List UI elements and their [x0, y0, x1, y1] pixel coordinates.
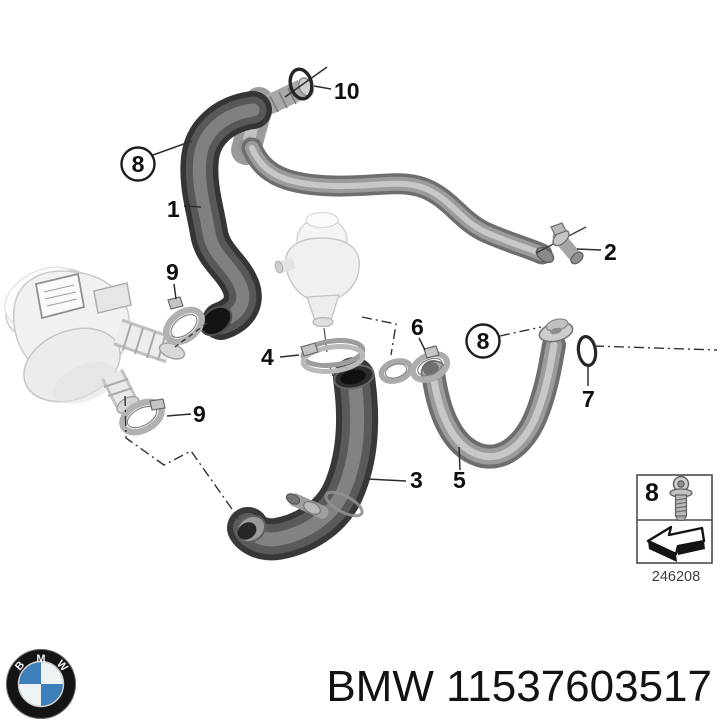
- hose-5: [420, 318, 574, 469]
- bmw-logo-letter-m: M: [36, 653, 45, 665]
- callout-8-label-top: 8: [132, 151, 145, 177]
- water-pump: [4, 266, 186, 415]
- hose-5-flange-fitting: [538, 318, 574, 343]
- direction-arrow-icon: [646, 525, 706, 562]
- callout-3-label: 3: [410, 467, 423, 493]
- callout-6-label: 6: [411, 314, 424, 340]
- callout-2-label: 2: [604, 239, 617, 265]
- fitting-2: [535, 222, 587, 265]
- bolt-icon: [669, 475, 693, 521]
- pump-label-patch: [34, 272, 86, 320]
- leader-lines: [124, 85, 718, 520]
- callout-1-label: 1: [167, 196, 180, 222]
- callout-4-label: 4: [261, 344, 274, 370]
- hose-2: [241, 137, 555, 265]
- callout-7-label: 7: [582, 386, 595, 412]
- callout-8-circle-mid: 8: [465, 323, 501, 359]
- clamp-9-upper: [163, 296, 205, 346]
- callout-10-label: 10: [334, 78, 360, 104]
- pump-connector: [93, 282, 132, 314]
- o-ring-7: [576, 334, 598, 368]
- spacer-ring: [378, 358, 414, 384]
- callouts: 1 2 3 4 5 6 7 8 8 9 9 10: [120, 78, 617, 493]
- clamp-6: [409, 345, 451, 383]
- legend-ref-label: 8: [645, 479, 659, 507]
- part-number-text: BMW 11537603517: [326, 662, 712, 711]
- legend-box: 8: [636, 474, 713, 564]
- callout-8-circle-top: 8: [120, 146, 156, 182]
- callout-9-lower-label: 9: [193, 401, 206, 427]
- o-ring-10: [284, 66, 328, 101]
- bmw-logo: B M W: [6, 649, 76, 719]
- callout-8-label-mid: 8: [477, 328, 490, 354]
- hose-3: [227, 357, 379, 561]
- callout-5-label: 5: [453, 467, 466, 493]
- thermostat: [274, 211, 360, 377]
- callout-9-upper-label: 9: [166, 259, 179, 285]
- pump-outlet-right: [113, 318, 186, 364]
- clamp-9-lower: [119, 398, 166, 436]
- diagram-number: 246208: [652, 569, 700, 585]
- clamp-4: [300, 338, 366, 374]
- hose-1: [180, 91, 272, 340]
- hose-3-side-port: [285, 493, 329, 519]
